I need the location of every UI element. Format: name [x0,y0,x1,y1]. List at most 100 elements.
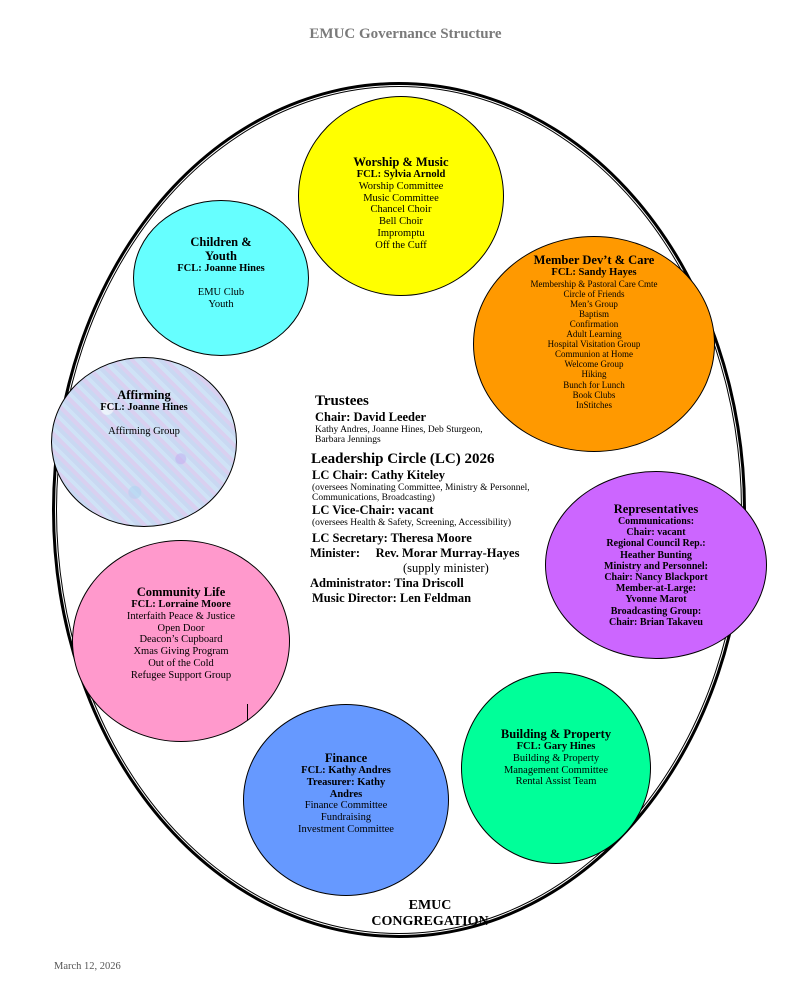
page-title: EMUC Governance Structure [309,26,502,42]
list-item: Hospital Visitation Group [547,339,641,350]
worship-fcl: FCL: Sylvia Arnold [356,169,446,180]
list-item: Management Committee [503,764,609,776]
children-title-line2: Youth [205,249,237,263]
list-item: Circle of Friends [563,288,625,299]
building-title: Building & Property [500,727,612,741]
list-item: Worship Committee [358,180,444,192]
lc-secretary: LC Secretary: Theresa Moore [312,531,472,545]
finance-treasurer-line1: Treasurer: Kathy [306,776,386,788]
lc-chair: LC Chair: Cathy Kiteley [312,468,445,482]
trustees-members-line1: Kathy Andres, Joanne Hines, Deb Sturgeon… [315,425,483,435]
list-item: Interfaith Peace & Justice [126,610,236,622]
congregation-line2: CONGREGATION [371,914,489,930]
stray-mark [247,704,248,720]
lc-chair-note-line1: (oversees Nominating Committee, Ministry… [312,483,530,493]
community-life-circle: Community Life FCL: Lorraine Moore Inter… [72,540,290,742]
list-item: Communion at Home [555,349,633,360]
list-item: Fundraising [320,812,372,823]
representatives-title: Representatives [613,502,699,516]
list-item: Baptism [578,308,609,319]
list-item: Open Door [157,622,205,634]
affirming-title: Affirming [117,388,171,402]
list-item: Finance Committee [304,800,388,812]
member-care-circle: Member Dev’t & Care FCL: Sandy Hayes Mem… [473,236,715,452]
list-item: Ministry and Personnel: [604,560,708,572]
trustees-chair: Chair: David Leeder [315,410,427,424]
list-item: Impromptu [377,227,425,239]
member-title: Member Dev’t & Care [533,253,655,267]
children-fcl: FCL: Joanne Hines [177,263,265,274]
center-block: Trustees Chair: David Leeder Kathy Andre… [310,393,570,606]
list-item: Communications: [617,516,695,527]
date-label: March 12, 2026 [54,961,121,972]
list-item: Building & Property [512,752,600,764]
list-item: Chair: Nancy Blackport [604,571,708,583]
list-item: Music Committee [363,192,439,204]
children-youth-circle: Children & Youth FCL: Joanne Hines EMU C… [133,200,309,356]
list-item: Membership & Pastoral Care Cmte [530,278,658,289]
list-item: Welcome Group [564,359,624,370]
list-item: Off the Cuff [375,239,427,251]
list-item: Regional Council Rep.: [606,538,706,550]
list-item: Investment Committee [298,823,394,835]
affirming-items: Affirming Group [52,426,236,438]
list-item: Bunch for Lunch [563,379,625,390]
worship-title: Worship & Music [353,155,449,169]
lc-vice-note: (oversees Health & Safety, Screening, Ac… [312,518,512,528]
list-item: Book Clubs [572,389,616,400]
building-property-circle: Building & Property FCL: Gary Hines Buil… [461,672,651,864]
lc-heading: Leadership Circle (LC) 2026 [311,451,495,467]
list-item: Affirming Group [108,425,180,437]
finance-title: Finance [324,751,368,765]
building-fcl: FCL: Gary Hines [516,741,596,752]
member-fcl: FCL: Sandy Hayes [551,267,637,278]
list-item: Chancel Choir [370,204,432,216]
finance-fcl: FCL: Kathy Andres [301,765,391,776]
community-fcl: FCL: Lorraine Moore [131,599,231,610]
list-item: Broadcasting Group: [610,605,702,617]
lc-vice-chair: LC Vice-Chair: vacant [312,503,434,517]
representatives-circle: Representatives Communications:Chair: va… [545,471,767,659]
list-item: Youth [208,298,234,310]
list-item: Member-at-Large: [615,583,697,595]
list-item: EMU Club [197,286,245,298]
list-item: Chair: Brian Takaveu [609,616,703,628]
congregation-label: EMUC CONGREGATION [330,898,530,930]
list-item: Men’s Group [570,298,618,309]
list-item: Chair: vacant [626,527,686,539]
children-title-line1: Children & [190,235,252,249]
list-item: Adult Learning [566,329,622,340]
list-item: Xmas Giving Program [133,646,229,657]
finance-circle: Finance FCL: Kathy Andres Treasurer: Kat… [243,704,449,896]
affirming-fcl: FCL: Joanne Hines [100,402,188,413]
finance-treasurer-line2: Andres [329,788,363,800]
trustees-members-line2: Barbara Jennings [315,435,381,445]
list-item: Yvonne Marot [625,594,687,606]
community-title: Community Life [136,585,226,599]
lc-chair-note-line2: Communications, Broadcasting) [312,493,435,503]
worship-music-circle: Worship & Music FCL: Sylvia Arnold Worsh… [298,96,504,296]
list-item: Heather Bunting [620,549,692,561]
list-item: InStitches [576,399,612,410]
minister: Minister: Rev. Morar Murray-Hayes [310,546,520,560]
trustees-heading: Trustees [315,393,369,409]
congregation-line1: EMUC [408,898,452,913]
list-item: Rental Assist Team [515,776,597,788]
list-item: Hiking [581,369,607,380]
list-item: Confirmation [569,319,619,330]
administrator: Administrator: Tina Driscoll [310,576,464,590]
affirming-circle: Affirming FCL: Joanne Hines Affirming Gr… [51,357,237,527]
list-item: Deacon’s Cupboard [139,634,223,646]
list-item: Out of the Cold [148,657,214,669]
music-director: Music Director: Len Feldman [312,591,472,605]
list-item: Refugee Support Group [130,669,232,681]
minister-note: (supply minister) [403,561,489,575]
list-item: Bell Choir [378,216,424,227]
